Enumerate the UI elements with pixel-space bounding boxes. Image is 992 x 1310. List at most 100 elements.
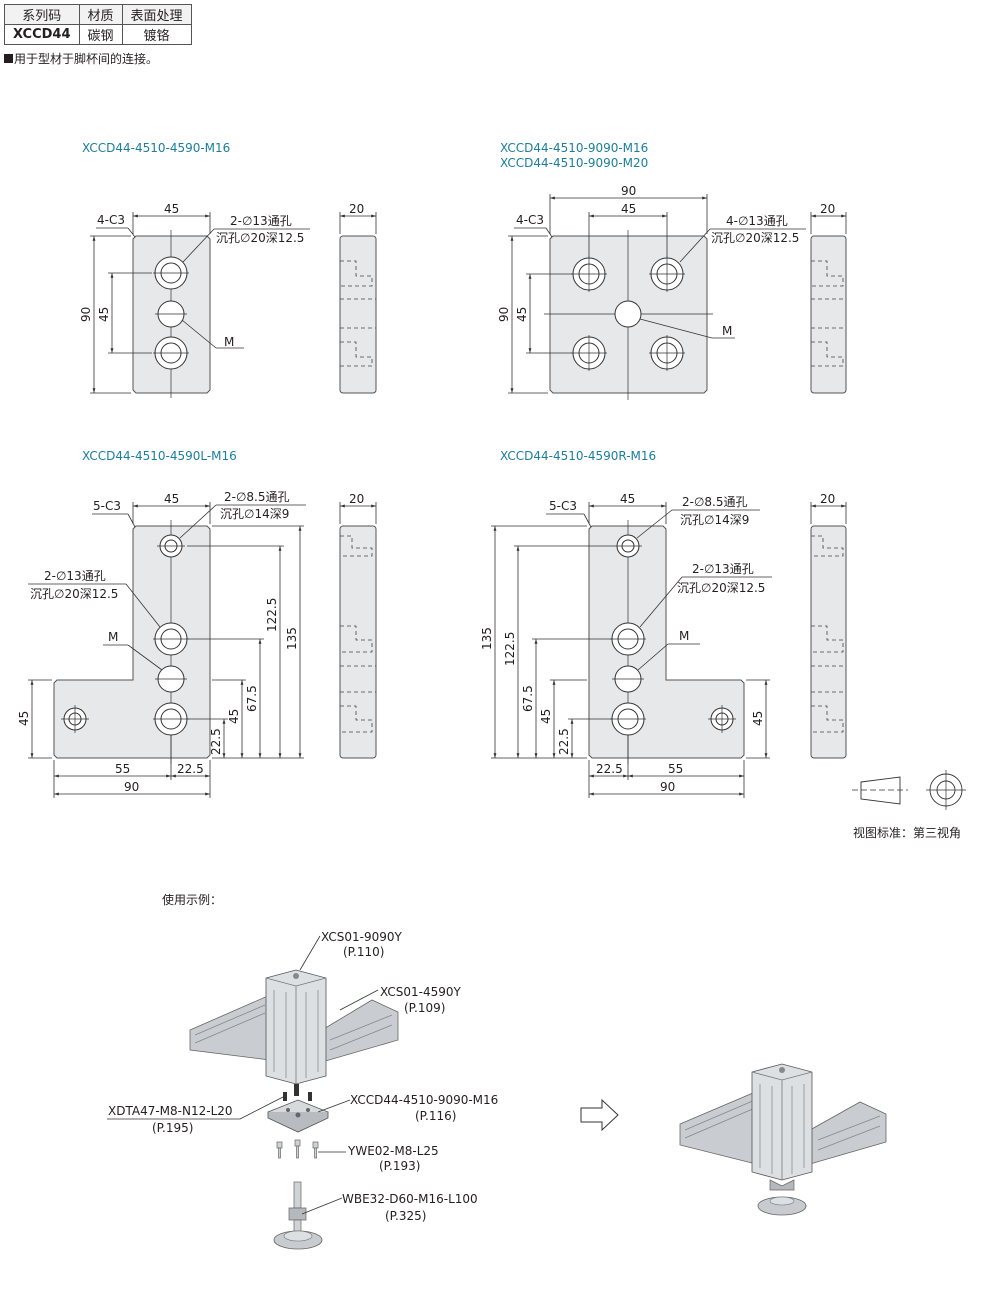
- view2-dim-90-side: 90: [497, 307, 511, 322]
- example-callouts: XCS01-9090Y (P.110) XCS01-4590Y (P.109) …: [107, 930, 498, 1223]
- view2-dim-20: 20: [820, 202, 835, 216]
- callout-6-code: WBE32-D60-M16-L100: [342, 1192, 478, 1206]
- view2-code-1: XCCD44-4510-9090-M16: [500, 141, 648, 155]
- view2-m-label: M: [722, 324, 732, 338]
- view1-hole-top: [153, 256, 189, 290]
- callout-6-page: (P.325): [385, 1209, 426, 1223]
- callout-2-page: (P.109): [404, 1001, 445, 1015]
- view3-m-hole: [155, 665, 187, 693]
- example-title: 使用示例：: [162, 892, 222, 907]
- view4-big-label-2: 沉孔∅20深12.5: [677, 581, 765, 595]
- usage-note: 用于型材于脚杯间的连接。: [4, 50, 158, 67]
- view1-chamfer: 4-C3: [97, 213, 125, 227]
- view4-code: XCCD44-4510-4590R-M16: [500, 449, 656, 463]
- view2-dim-45-side: 45: [515, 307, 529, 322]
- spec-surface-value: 镀铬: [121, 24, 192, 45]
- view4-dim-20: 20: [820, 492, 835, 506]
- view3-side-view: [339, 525, 377, 759]
- projection-label: 视图标准：第三视角: [853, 825, 961, 840]
- view2-hole-bl: [571, 335, 607, 371]
- view4-dim-45-right: 45: [751, 711, 765, 726]
- callout-4-page: (P.116): [415, 1109, 456, 1123]
- view4-chamfer: 5-C3: [549, 499, 577, 513]
- view-4590: XCCD44-4510-4590-M16 45 4-C3 90: [79, 141, 377, 398]
- view3-dim-22-5-right: 22.5: [209, 728, 223, 755]
- view1-side-view: [339, 235, 377, 394]
- view1-dim-45-side: 45: [97, 307, 111, 322]
- spec-header-surface: 表面处理: [121, 4, 192, 25]
- view4-m-label: M: [679, 629, 689, 643]
- view-9090: XCCD44-4510-9090-M16 XCCD44-4510-9090-M2…: [497, 141, 847, 400]
- view4-dim-90: 90: [660, 780, 675, 794]
- view4-dim-22-5-bottom: 22.5: [596, 762, 623, 776]
- view3-small-hole-top: [157, 534, 185, 558]
- view2-hole-tr: [649, 256, 685, 292]
- spec-table-header-row: 系列码 材质 表面处理: [4, 4, 192, 25]
- view2-code-2: XCCD44-4510-9090-M20: [500, 156, 648, 170]
- view1-hole-m: [155, 300, 187, 328]
- callout-5-code: YWE02-M8-L25: [347, 1144, 439, 1158]
- usage-note-text: 用于型材于脚杯间的连接。: [14, 52, 159, 66]
- view4-small-label-2: 沉孔∅14深9: [680, 513, 749, 527]
- view3-dim-45-top: 45: [164, 492, 179, 506]
- view4-big-label-1: 2-∅13通孔: [692, 562, 754, 576]
- callout-3-code: XDTA47-M8-N12-L20: [108, 1104, 233, 1118]
- view1-code: XCCD44-4510-4590-M16: [82, 141, 230, 155]
- callout-3-page: (P.195): [152, 1121, 193, 1135]
- view3-big-hole-1: [153, 622, 189, 656]
- view1-hole-label-1: 2-∅13通孔: [230, 214, 292, 228]
- view3-big-label-2: 沉孔∅20深12.5: [30, 587, 118, 601]
- view-4590L: XCCD44-4510-4590L-M16 45 5-C3: [17, 449, 377, 798]
- view4-m-hole: [612, 665, 644, 693]
- view3-dim-90: 90: [124, 780, 139, 794]
- view2-hole-label-2: 沉孔∅20深12.5: [711, 231, 799, 245]
- view3-dim-122-5: 122.5: [265, 598, 279, 632]
- spec-table: 系列码 材质 表面处理 XCCD44 碳钢 镀铬: [4, 4, 192, 45]
- callout-1-code: XCS01-9090Y: [321, 930, 402, 944]
- view2-hole-br: [649, 335, 685, 371]
- view3-chamfer: 5-C3: [93, 499, 121, 513]
- view4-dim-135: 135: [480, 627, 494, 650]
- view2-side-view: [810, 235, 847, 394]
- view3-dim-22-5-bottom: 22.5: [177, 762, 204, 776]
- view3-big-hole-2: [153, 702, 189, 736]
- view2-hole-m: [614, 300, 642, 328]
- view3-dim-67-5: 67.5: [245, 685, 259, 712]
- view4-small-hole-top: [614, 534, 642, 558]
- third-angle-projection-icon: [852, 770, 966, 810]
- view3-small-label-1: 2-∅8.5通孔: [224, 490, 290, 504]
- view2-hole-tl: [571, 256, 607, 292]
- assembled-illustration: [679, 1063, 887, 1216]
- callout-2-code: XCS01-4590Y: [380, 985, 461, 999]
- view1-dim-90: 90: [79, 307, 93, 322]
- view1-hole-bottom: [153, 336, 189, 370]
- view1-dim-45-top: 45: [164, 202, 179, 216]
- exploded-assembly-illustration: [189, 969, 399, 1250]
- view3-code: XCCD44-4510-4590L-M16: [82, 449, 237, 463]
- spec-header-series: 系列码: [4, 4, 80, 25]
- view3-big-label-1: 2-∅13通孔: [44, 569, 106, 583]
- callout-5-page: (P.193): [379, 1159, 420, 1173]
- view3-dim-45-left: 45: [17, 711, 31, 726]
- view4-dim-45-left: 45: [539, 709, 553, 724]
- callout-1-page: (P.110): [343, 945, 384, 959]
- view2-chamfer: 4-C3: [516, 213, 544, 227]
- spec-series-value: XCCD44: [4, 24, 80, 45]
- view3-dim-135: 135: [285, 627, 299, 650]
- view2-hole-label-1: 4-∅13通孔: [726, 214, 788, 228]
- view1-dim-20: 20: [349, 202, 364, 216]
- view4-dim-22-5-left: 22.5: [557, 728, 571, 755]
- callout-4-code: XCCD44-4510-9090-M16: [350, 1093, 498, 1107]
- view3-small-hole-left: [61, 705, 89, 733]
- bullet-square-icon: [4, 54, 13, 63]
- view-4590R: XCCD44-4510-4590R-M16 45 5-C3: [480, 449, 847, 798]
- view4-small-label-1: 2-∅8.5通孔: [682, 495, 748, 509]
- view4-dim-122-5: 122.5: [503, 632, 517, 666]
- spec-table-row: XCCD44 碳钢 镀铬: [4, 24, 192, 45]
- view2-dim-90-top: 90: [621, 184, 636, 198]
- view4-big-hole-2: [610, 702, 646, 736]
- view3-dim-45-right: 45: [227, 709, 241, 724]
- view3-m-label: M: [108, 630, 118, 644]
- view1-m-label: M: [224, 335, 234, 349]
